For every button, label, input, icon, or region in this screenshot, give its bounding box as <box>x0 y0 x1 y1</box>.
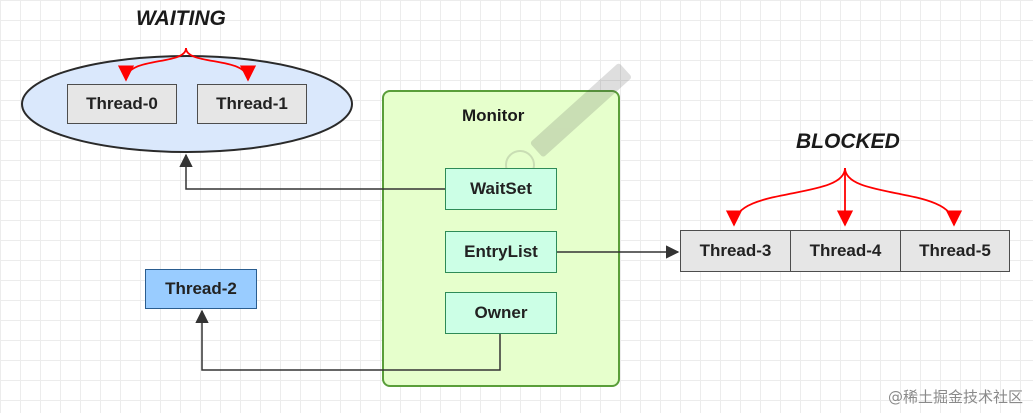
waiting-red-arrow-left <box>117 47 187 82</box>
owner-box: Owner <box>445 292 557 334</box>
thread-3-box: Thread-3 <box>680 230 791 272</box>
blocked-label: BLOCKED <box>796 130 900 153</box>
blocked-red-arrow-left <box>725 167 846 227</box>
thread-0-box: Thread-0 <box>67 84 177 124</box>
waitset-box: WaitSet <box>445 168 557 210</box>
source-watermark: @稀土掘金技术社区 <box>887 388 1023 406</box>
monitor-title: Monitor <box>462 106 525 125</box>
waiting-ellipse <box>21 55 353 153</box>
entrylist-box: EntryList <box>445 231 557 273</box>
waitset-to-waiting-connector <box>179 153 445 190</box>
waiting-red-arrow-right <box>185 47 257 82</box>
thread-5-box: Thread-5 <box>900 230 1010 272</box>
waiting-label: WAITING <box>136 7 226 30</box>
thread-4-box: Thread-4 <box>790 230 901 272</box>
blocked-red-arrow-right <box>844 167 963 227</box>
thread-2-box: Thread-2 <box>145 269 257 309</box>
owner-to-thread2-connector <box>195 309 501 371</box>
thread-1-box: Thread-1 <box>197 84 307 124</box>
